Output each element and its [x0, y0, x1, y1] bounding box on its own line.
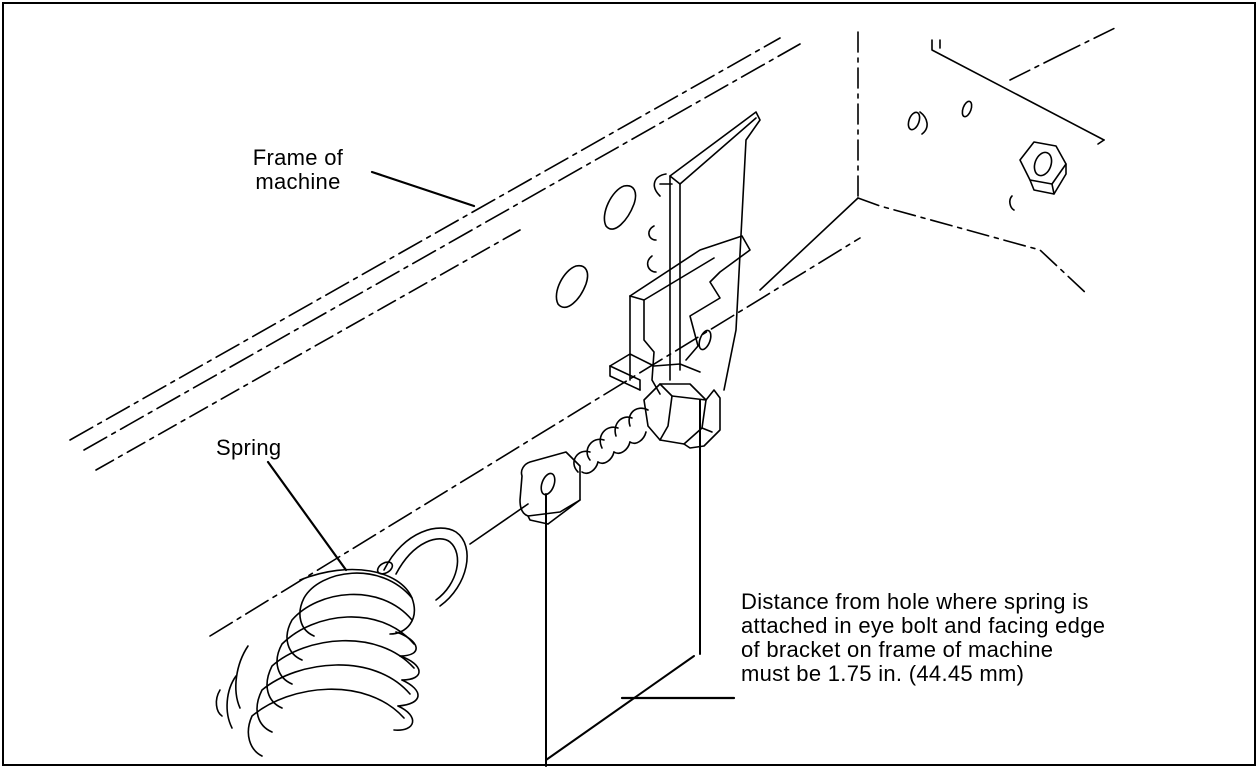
distance-note: Distance from hole where spring is attac… — [741, 590, 1105, 686]
spring-label: Spring — [216, 435, 282, 460]
distance-note-line-2: attached in eye bolt and facing edge — [741, 613, 1106, 638]
distance-note-line-1: Distance from hole where spring is — [741, 589, 1089, 614]
machine-frame-rails — [69, 37, 861, 637]
eye-bolt-head — [519, 451, 581, 525]
bolt-hex-nut — [643, 383, 721, 449]
coil-spring — [215, 568, 420, 757]
spring-leader — [266, 460, 348, 572]
dimension-lines — [545, 399, 701, 767]
eye-bolt-bracket — [609, 235, 751, 395]
frame-label-line-1: Frame of — [252, 145, 344, 170]
frame-leader — [370, 170, 476, 208]
frame-label-line-2: machine — [255, 169, 341, 194]
frame-slots — [555, 184, 637, 309]
threaded-bolt — [573, 407, 649, 475]
distance-note-line-3: of bracket on frame of machine — [741, 637, 1054, 662]
spring-hook — [376, 503, 529, 607]
frame-of-machine-label: Frame of machine — [238, 146, 358, 194]
bracket-plate — [646, 111, 761, 391]
right-panel — [759, 27, 1116, 296]
leader-lines — [266, 170, 736, 700]
distance-note-line-4: must be 1.75 in. (44.45 mm) — [741, 661, 1025, 686]
hex-nut-top — [1019, 141, 1067, 185]
machine-frame-rails-secondary — [95, 31, 859, 471]
